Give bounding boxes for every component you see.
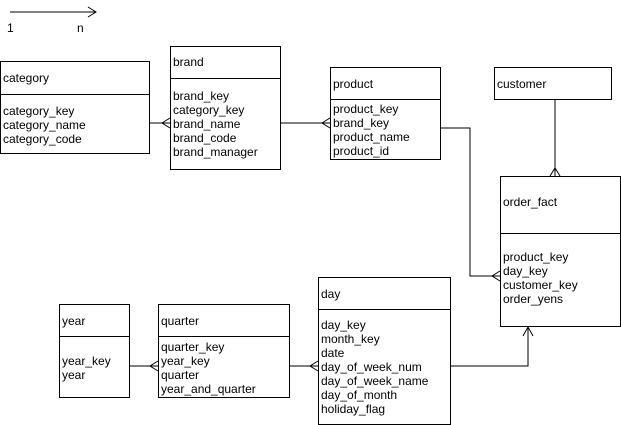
relationship-order-fact-day: [451, 325, 534, 367]
attribute: year_and_quarter: [161, 382, 256, 396]
attribute: holiday_flag: [321, 402, 386, 416]
attribute: product_name: [333, 130, 410, 144]
entity-title: day: [321, 287, 341, 301]
entity-year[interactable]: year year_key year: [59, 304, 130, 398]
attribute: category_code: [3, 132, 82, 146]
relationship-year-quarter: [130, 360, 159, 372]
legend-one-label: 1: [7, 21, 14, 35]
relationship-brand-product: [281, 117, 331, 129]
attribute: brand_code: [173, 131, 237, 145]
attribute: brand_key: [333, 116, 390, 130]
attribute: brand_manager: [173, 145, 258, 159]
attribute: day_key: [503, 264, 548, 278]
relationship-category-brand: [150, 117, 171, 129]
entity-brand[interactable]: brand brand_key category_key brand_name …: [170, 46, 281, 170]
entity-day[interactable]: day day_key month_key date day_of_week_n…: [318, 277, 451, 425]
attribute: brand_key: [173, 89, 230, 103]
attribute: day_of_week_num: [321, 360, 422, 374]
relationship-quarter-day: [290, 360, 319, 372]
attribute: year_key: [62, 354, 111, 368]
attribute: quarter_key: [161, 340, 225, 354]
attribute: year_key: [161, 354, 210, 368]
entity-title: customer: [497, 77, 547, 91]
legend-crowfoot-line: [10, 6, 97, 18]
entity-title: order_fact: [503, 195, 558, 209]
entity-customer[interactable]: customer: [494, 67, 612, 100]
attribute: brand_name: [173, 117, 241, 131]
attribute: product_key: [333, 102, 399, 116]
entity-quarter[interactable]: quarter quarter_key year_key quarter yea…: [158, 304, 290, 398]
attribute: product_id: [333, 144, 390, 158]
attribute: month_key: [321, 332, 380, 346]
attribute: category_key: [173, 103, 245, 117]
attribute: customer_key: [503, 278, 578, 292]
attribute: day_of_month: [321, 388, 398, 402]
entity-title: quarter: [161, 314, 200, 328]
entity-title: year: [62, 314, 86, 328]
attribute: date: [321, 346, 345, 360]
attribute: year: [62, 368, 86, 382]
attribute: quarter: [161, 368, 200, 382]
relationship-product-order-fact: [441, 127, 501, 282]
attribute: category_key: [3, 104, 75, 118]
attribute: day_of_week_name: [321, 374, 429, 388]
attribute: order_yens: [503, 292, 564, 306]
entity-category[interactable]: category category_key category_name cate…: [0, 61, 150, 154]
attribute: day_key: [321, 318, 366, 332]
entity-order-fact[interactable]: order_fact product_key day_key customer_…: [500, 176, 621, 327]
attribute: product_key: [503, 250, 569, 264]
entity-title: brand: [173, 55, 204, 69]
entity-title: category: [3, 71, 50, 85]
legend-many-label: n: [77, 21, 84, 35]
relationship-customer-order-fact: [549, 100, 561, 177]
attribute: category_name: [3, 118, 86, 132]
entity-product[interactable]: product product_key brand_key product_na…: [330, 67, 441, 160]
entity-title: product: [333, 77, 374, 91]
